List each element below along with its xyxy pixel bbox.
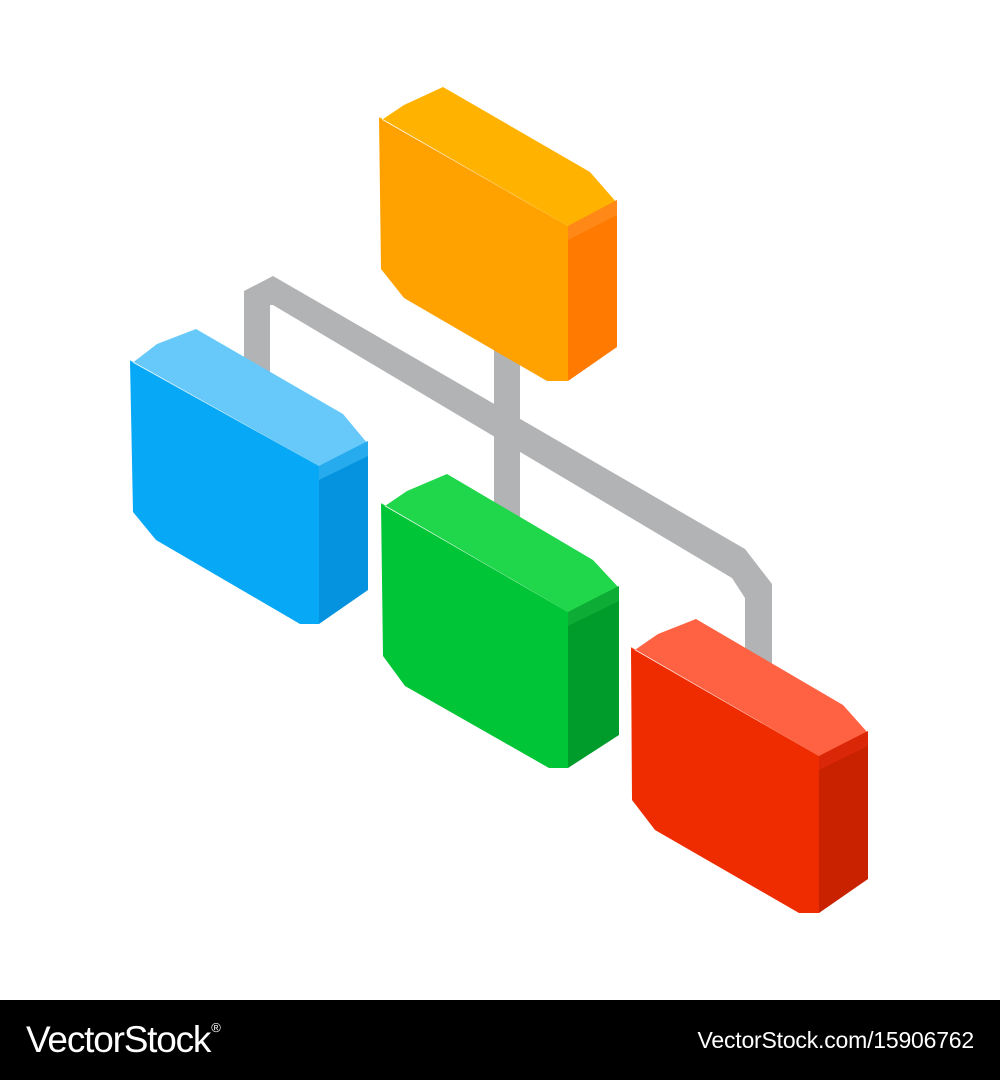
- registered-mark: ®: [211, 1020, 221, 1035]
- child-node-red: [631, 619, 868, 913]
- watermark-bar: VectorStock® VectorStock.com/15906762: [0, 1000, 1000, 1080]
- parent-node-orange: [379, 87, 617, 381]
- brand-name: VectorStock: [26, 1019, 211, 1060]
- image-reference: VectorStock.com/15906762: [697, 1027, 975, 1053]
- child-node-blue: [130, 329, 368, 624]
- connector-backbone: [244, 276, 772, 690]
- child-node-green: [381, 474, 619, 768]
- brand-wordmark: VectorStock®: [26, 1000, 221, 1080]
- org-chart-illustration: [130, 87, 868, 913]
